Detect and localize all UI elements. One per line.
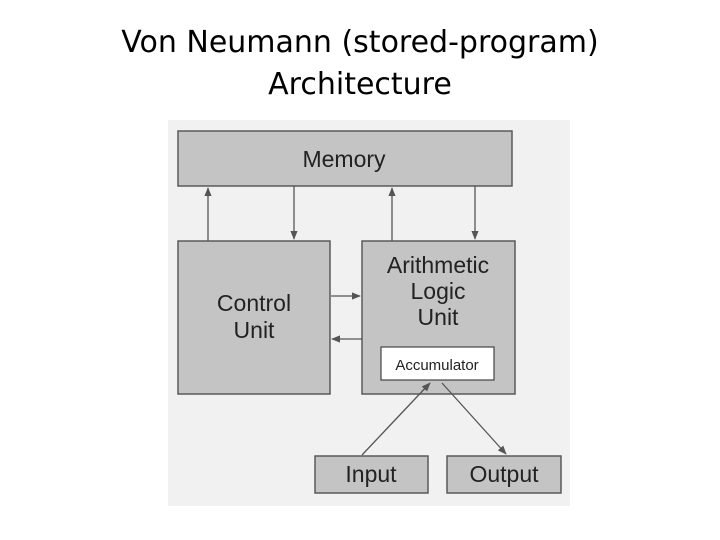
output-label: Output [469,461,539,487]
arrow-input-to-accumulator [361,382,431,456]
control-unit-block: Control Unit [177,240,331,395]
slide-title: Von Neumann (stored-program) Architectur… [60,22,660,106]
memory-label: Memory [302,146,386,172]
alu-label-line-2: Logic [411,278,466,304]
control-unit-label-line-2: Unit [234,317,276,343]
control-unit-label-line-1: Control [217,290,291,316]
output-block: Output [446,455,562,494]
slide-title-line-1: Von Neumann (stored-program) [121,25,599,60]
accumulator-label: Accumulator [395,357,478,374]
memory-block: Memory [177,130,513,187]
accumulator-block: Accumulator [380,346,495,381]
input-label: Input [345,461,397,487]
alu-label-line-1: Arithmetic [387,252,489,278]
input-block: Input [314,455,429,494]
arrow-accumulator-to-output [441,382,507,455]
slide-title-line-2: Architecture [268,67,452,102]
alu-label-line-3: Unit [418,304,460,330]
